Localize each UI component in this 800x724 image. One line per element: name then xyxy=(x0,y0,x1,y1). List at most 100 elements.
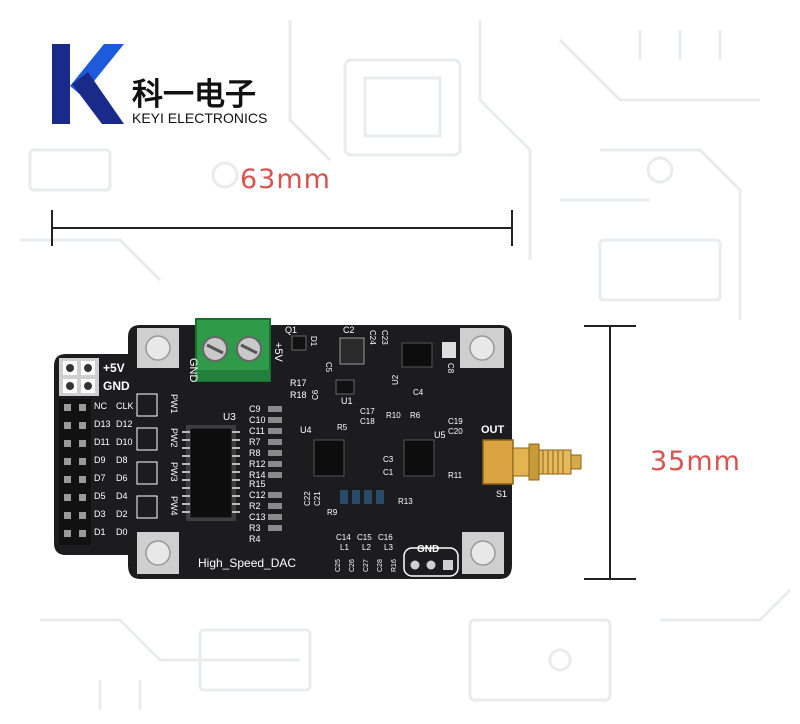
component-ref: R10 xyxy=(386,411,401,420)
top-components: Q1 C2 C24 C23 R17 R18 C6 D1 C5 U1 U2 C4 … xyxy=(285,325,463,436)
header-label: D12 xyxy=(116,419,133,429)
component-ref: C11 xyxy=(249,426,265,436)
brand-logo: 科一电子 KEYI ELECTRONICS xyxy=(52,44,267,126)
left-column-refs: C9 C10 C11 R7 R8 R12 R14 R15 C12 R2 C13 … xyxy=(249,404,282,544)
chip-ref: U5 xyxy=(434,430,446,440)
component-ref: C17 xyxy=(360,407,375,416)
terminal-label-gnd: GND xyxy=(187,358,199,383)
header-pins xyxy=(64,404,86,537)
component-ref: C22 xyxy=(303,491,312,506)
component-ref: L3 xyxy=(384,543,393,552)
component-ref: R12 xyxy=(249,459,266,469)
component-ref: C19 xyxy=(448,417,463,426)
header-label: D11 xyxy=(94,437,110,447)
sma-connector xyxy=(482,439,582,485)
header-label: D10 xyxy=(116,437,133,447)
component-ref: C10 xyxy=(249,415,266,425)
component-ref: C2 xyxy=(343,325,355,335)
component-ref: C14 xyxy=(336,533,351,542)
height-label: 35mm xyxy=(650,446,741,477)
pw-label: PW3 xyxy=(169,462,179,482)
power-label-gnd: GND xyxy=(103,379,130,393)
component-ref: C8 xyxy=(446,363,455,374)
mounting-holes xyxy=(137,328,504,574)
component-ref: R17 xyxy=(290,378,307,388)
screw-terminal: GND +5V xyxy=(187,318,284,383)
component-ref: R15 xyxy=(249,479,266,489)
chip-ref: U4 xyxy=(300,425,312,435)
component-ref: R2 xyxy=(249,501,261,511)
background-circuit-pattern xyxy=(20,20,792,710)
header-label: CLK xyxy=(116,401,134,411)
component-ref: C18 xyxy=(360,417,375,426)
component-ref: C6 xyxy=(311,389,320,400)
component-ref: R14 xyxy=(249,470,266,480)
component-ref: R8 xyxy=(249,448,261,458)
component-ref: R18 xyxy=(290,390,307,400)
header-label: D4 xyxy=(116,491,128,501)
component-ref: R9 xyxy=(327,508,338,517)
dac-chip-u3: U3 xyxy=(182,412,240,521)
component-ref: C5 xyxy=(324,362,333,373)
header-label: D0 xyxy=(116,527,128,537)
height-dimension: 35mm xyxy=(584,325,741,580)
component-ref: C25 xyxy=(335,559,342,572)
pw-label: PW1 xyxy=(169,394,179,414)
header-label: D3 xyxy=(94,509,106,519)
component-ref: C13 xyxy=(249,512,266,522)
power-header: +5V GND xyxy=(59,358,130,396)
pw-labels: PW1 PW2 PW3 PW4 xyxy=(136,393,179,519)
chip-ref: U3 xyxy=(223,412,236,423)
header-label: D5 xyxy=(94,491,106,501)
component-ref: C24 xyxy=(368,330,377,345)
pw-label: PW4 xyxy=(169,496,179,516)
board-title: High_Speed_DAC xyxy=(198,556,296,570)
component-ref: C12 xyxy=(249,490,266,500)
header-label: D13 xyxy=(94,419,111,429)
ground-header-label: GND xyxy=(417,544,439,555)
component-ref: D1 xyxy=(309,336,318,347)
component-ref: R16 xyxy=(391,559,398,572)
component-ref: R5 xyxy=(337,423,348,432)
header-label: NC xyxy=(94,401,107,411)
logo-k-icon xyxy=(52,44,70,124)
component-ref: C21 xyxy=(313,491,322,506)
component-ref: R13 xyxy=(398,497,413,506)
pw-label: PW2 xyxy=(169,428,179,448)
component-ref: R11 xyxy=(448,471,463,480)
component-ref: R4 xyxy=(249,534,261,544)
brand-name-cn: 科一电子 xyxy=(132,77,256,113)
header-label: D7 xyxy=(94,473,106,483)
ground-header: GND xyxy=(403,544,459,577)
component-ref: L1 xyxy=(340,543,349,552)
data-header: NC CLK D13 D12 D11 D10 D9 D8 D7 D6 D5 D4… xyxy=(59,399,134,545)
chip-ref: U1 xyxy=(341,396,353,406)
component-ref: C20 xyxy=(448,427,463,436)
header-label: D6 xyxy=(116,473,128,483)
header-label: D1 xyxy=(94,527,106,537)
component-ref: C15 xyxy=(357,533,372,542)
component-ref: C3 xyxy=(383,455,394,464)
component-ref: R3 xyxy=(249,523,261,533)
component-ref: C28 xyxy=(377,559,384,572)
component-ref: C26 xyxy=(349,559,356,572)
width-label: 63mm xyxy=(240,164,331,195)
chip-ref: U2 xyxy=(391,374,400,385)
header-label: D8 xyxy=(116,455,128,465)
header-label: D9 xyxy=(94,455,106,465)
power-label-5v: +5V xyxy=(103,361,125,375)
output-label: OUT xyxy=(481,424,505,436)
bottom-refs: C14 C15 C16 L1 L2 L3 C25 C26 C27 C28 R16 xyxy=(335,533,398,572)
component-ref: R7 xyxy=(249,437,261,447)
header-labels: NC CLK D13 D12 D11 D10 D9 D8 D7 D6 D5 D4… xyxy=(94,401,134,537)
component-ref: C9 xyxy=(249,404,261,414)
component-ref: C4 xyxy=(413,388,424,397)
component-ref: C27 xyxy=(363,559,370,572)
component-ref: R6 xyxy=(410,411,421,420)
width-dimension: 63mm xyxy=(51,164,513,246)
component-ref: L2 xyxy=(362,543,371,552)
header-label: D2 xyxy=(116,509,128,519)
component-ref: Q1 xyxy=(285,325,297,335)
component-ref: C23 xyxy=(380,330,389,345)
